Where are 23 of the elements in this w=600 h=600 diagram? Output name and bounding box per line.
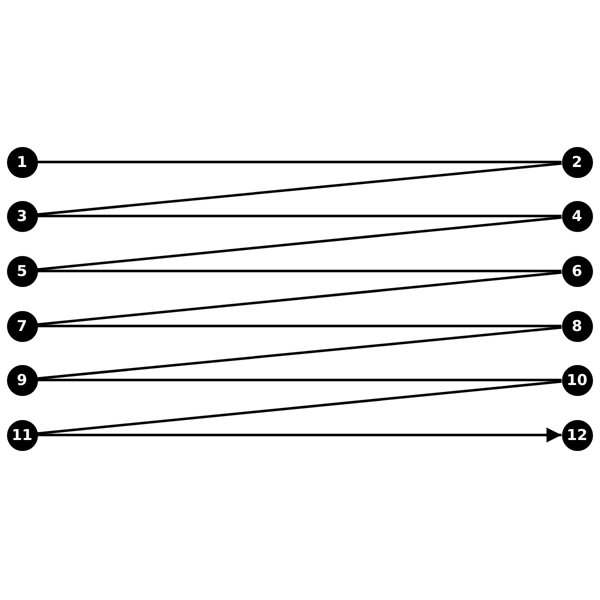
connector-line [38,270,562,272]
connector-line [37,216,562,271]
number-circle: 12 [562,420,592,450]
connector-line [38,160,562,164]
number-circle: 4 [562,200,592,232]
connector-line [38,214,562,218]
connector-line [37,162,562,216]
connector-line [38,378,562,382]
number-circle: 6 [562,256,592,286]
number-circle: 11 [6,420,38,450]
connector-line [38,324,562,328]
number-circle: 8 [562,310,592,342]
number-circle: 1 [6,146,38,178]
number-circle: 7 [6,310,38,342]
arrow [38,428,562,442]
number-circle: 9 [6,364,38,396]
number-circle: 3 [6,200,38,232]
number-circle: 2 [562,146,592,178]
connector-line [37,326,562,380]
number-circle: 10 [562,364,592,396]
connector-line [37,271,562,326]
connector-line [37,380,562,435]
number-circle: 5 [6,256,38,286]
